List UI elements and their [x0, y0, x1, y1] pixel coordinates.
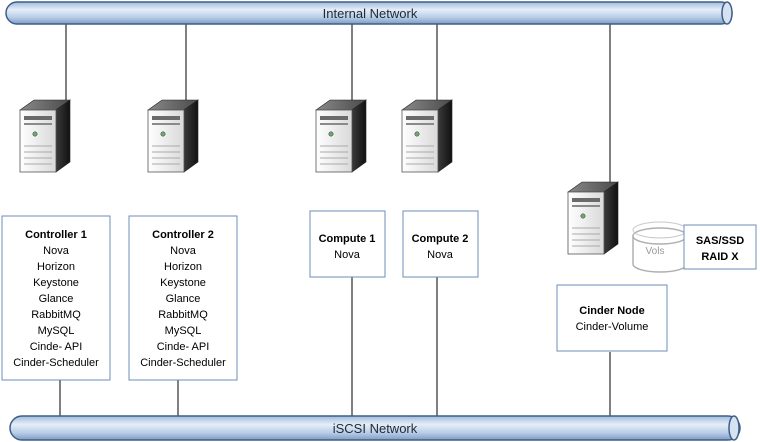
cinder-title: Cinder Node	[579, 305, 644, 317]
volumes-label: Vols	[646, 246, 665, 257]
controller2-box: Controller 2 Nova Horizon Keystone Glanc…	[128, 215, 238, 381]
controller1-box: Controller 1 Nova Horizon Keystone Glanc…	[1, 215, 111, 381]
compute1-service: Nova	[334, 249, 361, 261]
controller1-service: Nova	[43, 245, 70, 257]
controller2-service: Glance	[166, 293, 201, 305]
controller2-service: RabbitMQ	[158, 309, 208, 321]
controller1-service: RabbitMQ	[31, 309, 81, 321]
iscsi-network-pipe: iSCSI Network	[9, 415, 741, 441]
compute2-title: Compute 2	[412, 233, 469, 245]
raid-line2: RAID X	[701, 251, 739, 263]
compute2-service: Nova	[427, 249, 454, 261]
controller2-service: Cinde- API	[157, 341, 210, 353]
controller1-service: MySQL	[38, 325, 75, 337]
compute1-box: Compute 1 Nova	[309, 210, 386, 278]
controller2-service: Nova	[170, 245, 197, 257]
controller2-service: MySQL	[165, 325, 202, 337]
internal-network-label: Internal Network	[323, 6, 418, 21]
controller2-server-icon	[147, 99, 199, 173]
controller2-service: Keystone	[160, 277, 206, 289]
cinder-service: Cinder-Volume	[576, 321, 649, 333]
compute2-box: Compute 2 Nova	[402, 210, 479, 278]
raid-box: SAS/SSD RAID X	[683, 224, 757, 270]
internal-network-pipe: Internal Network	[5, 1, 733, 25]
controller2-service: Horizon	[164, 261, 202, 273]
compute2-server-icon	[401, 99, 453, 173]
volumes-cylinder-icon: Vols	[632, 221, 688, 273]
controller1-service: Cinde- API	[30, 341, 83, 353]
controller1-service: Keystone	[33, 277, 79, 289]
raid-line1: SAS/SSD	[696, 235, 744, 247]
controller2-service: Cinder-Scheduler	[140, 357, 226, 369]
compute1-title: Compute 1	[319, 233, 376, 245]
controller1-service: Horizon	[37, 261, 75, 273]
controller1-server-icon	[19, 99, 71, 173]
cinder-server-icon	[567, 181, 619, 255]
compute1-server-icon	[315, 99, 367, 173]
controller1-title: Controller 1	[25, 229, 87, 241]
iscsi-network-label: iSCSI Network	[333, 421, 418, 436]
controller1-service: Glance	[39, 293, 74, 305]
connection-lines	[59, 24, 611, 416]
cinder-box: Cinder Node Cinder-Volume	[556, 284, 668, 352]
controller1-service: Cinder-Scheduler	[13, 357, 99, 369]
controller2-title: Controller 2	[152, 229, 214, 241]
